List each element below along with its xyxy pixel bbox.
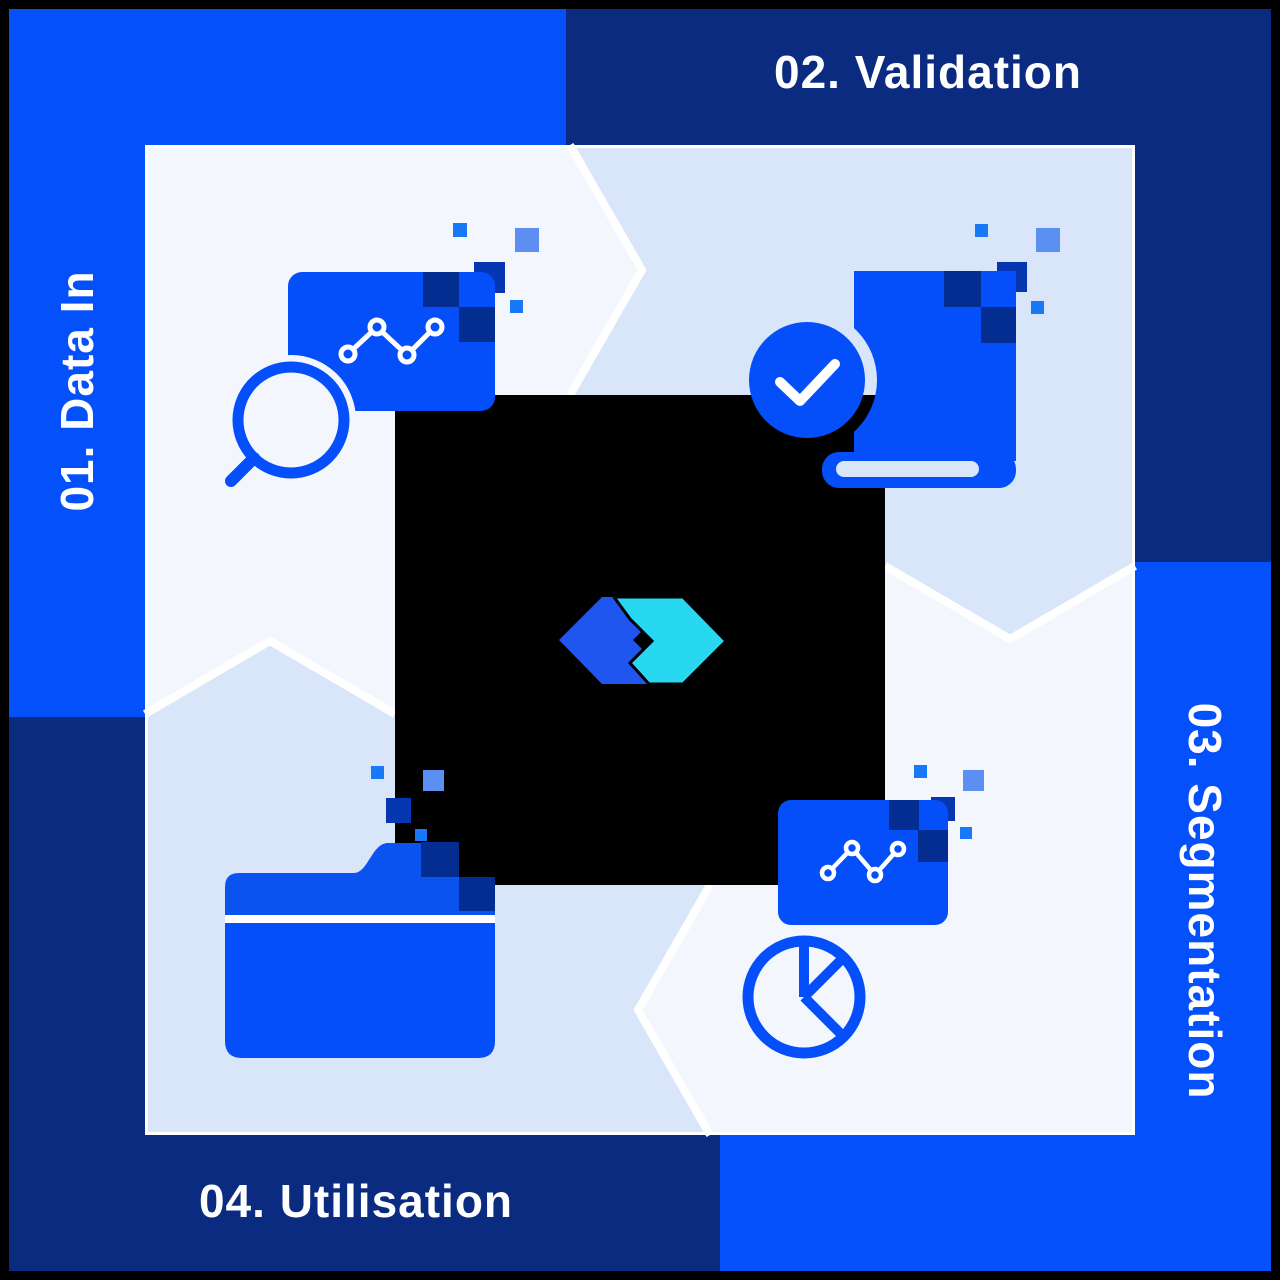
line-chart-pie-icon [742,765,984,1059]
pixel-square [918,830,948,862]
pixel-square [975,224,988,237]
interlocked-chevrons-logo [559,595,729,686]
chevron-right-icon [566,143,647,397]
line-chart-glyph [346,323,437,359]
pixel-square [421,842,459,877]
top-band-right-segment [566,9,1271,145]
pixel-square [914,765,927,778]
folder-tab [225,843,459,915]
pixel-square [1036,228,1060,252]
folder-gap [225,915,495,923]
chevron-up-icon [142,636,398,718]
chevron-left-icon [633,883,714,1137]
folder-icon [225,766,495,1058]
right-band-bottom-segment [1135,562,1271,1135]
pixel-square [459,877,495,911]
pixel-square [963,770,984,791]
pixel-square [960,827,972,839]
pixel-square [1031,301,1044,314]
step-label-segmentation: 03. Segmentation [1179,702,1231,1100]
pixel-square [515,228,539,252]
pixel-square [453,223,467,237]
right-band-top-segment [1135,145,1271,562]
line-chart-glyph [826,844,900,879]
left-band-bottom-segment [9,717,145,1135]
pixel-square [423,272,459,307]
bottom-band-right-segment [720,1135,1271,1271]
pixel-square [510,300,523,313]
document-checkmark-icon [749,224,1060,488]
step-label-validation: 02. Validation [774,46,1082,98]
pixel-square [423,770,444,791]
pixel-square [386,798,411,823]
pixel-square [944,271,981,307]
document [822,271,1016,488]
checkmark-glyph [775,359,840,406]
logo-right-chevron [611,595,729,686]
bottom-band-left-segment [9,1135,720,1271]
pixel-square [371,766,384,779]
top-band-left-segment [9,9,566,145]
check-circle [749,322,865,438]
pixel-square [889,800,919,830]
chevron-down-icon [882,562,1138,644]
magnifier-line-chart-icon [215,223,539,497]
pixel-square [981,307,1016,343]
page-curl-inner [836,461,979,477]
pixel-square [459,307,495,342]
left-band-top-segment [9,145,145,717]
magnifier-handle [225,452,260,487]
magnifier-lens [232,361,350,479]
step-label-utilisation: 04. Utilisation [198,1175,514,1227]
step-label-data-in: 01. Data In [51,270,103,512]
pixel-square [415,829,427,841]
folder-body [225,923,495,1058]
